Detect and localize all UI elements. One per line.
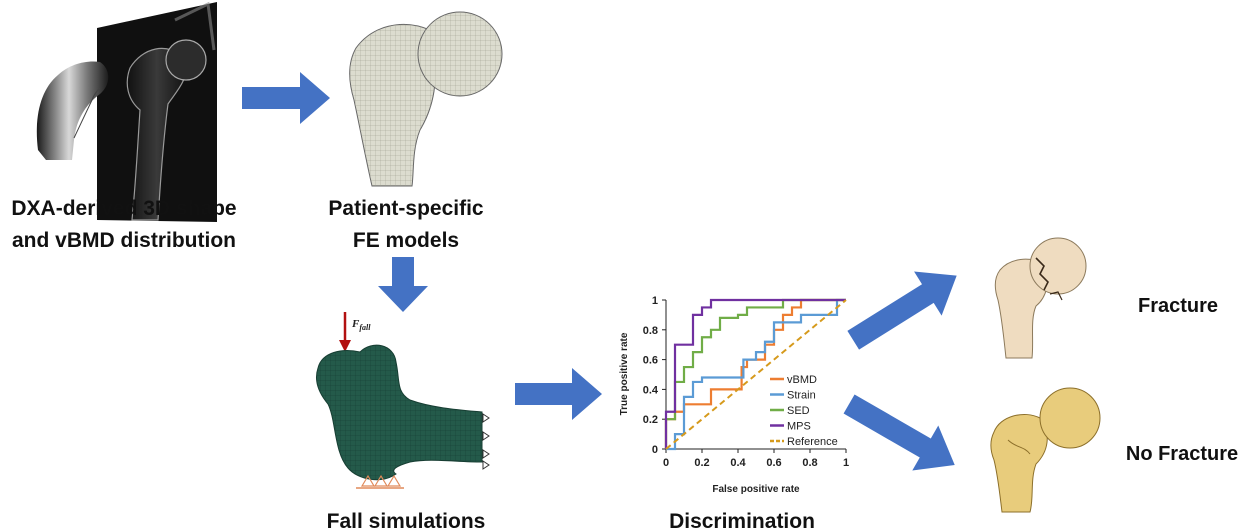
no-fracture-label: No Fracture (1126, 443, 1238, 465)
fracture-label: Fracture (1138, 295, 1218, 317)
dxa-caption-line2: and vBMD distribution (12, 229, 236, 252)
x-tick-label: 0.6 (766, 457, 781, 469)
discrimination-caption: Discrimination (669, 510, 815, 531)
dxa-femur-icon (36, 1, 217, 222)
y-tick-label: 1 (652, 295, 658, 307)
fall-simulation-mesh-icon: Ffall (315, 312, 490, 489)
arrow-to-fracture (847, 271, 957, 350)
legend-label-reference: Reference (787, 436, 838, 448)
dxa-caption-line1: DXA-derived 3D shape (11, 197, 236, 220)
roc-line-reference (665, 299, 847, 450)
roc-line-mps (664, 298, 846, 449)
y-tick-label: 0.6 (643, 355, 658, 367)
y-tick-label: 0 (652, 444, 658, 456)
fe-caption-line2: FE models (353, 229, 459, 252)
fe-mesh-femur-icon (349, 11, 503, 187)
fall-caption: Fall simulations (327, 510, 486, 531)
y-tick-label: 0.4 (643, 384, 659, 396)
fe-caption: Patient-specific FE models (328, 197, 484, 252)
y-tick-label: 0.2 (643, 414, 658, 426)
y-tick-label: 0.8 (643, 325, 658, 337)
intact-femur-icon (990, 387, 1101, 513)
arrow-dxa-to-fe (242, 72, 330, 124)
legend-label-sed: SED (787, 405, 810, 417)
roc-line-strain (666, 298, 846, 451)
arrow-fe-to-fall (378, 257, 428, 312)
legend-label-vbmd: vBMD (787, 374, 817, 386)
force-label: Ffall (351, 318, 371, 332)
legend-label-mps: MPS (787, 421, 811, 433)
arrow-to-no-fracture (843, 394, 955, 471)
x-axis-label: False positive rate (712, 484, 800, 495)
fractured-femur-icon (994, 237, 1087, 359)
x-tick-label: 0.2 (694, 457, 709, 469)
legend-label-strain: Strain (787, 390, 816, 402)
arrow-fall-to-discrimination (515, 368, 602, 420)
dxa-caption: DXA-derived 3D shape and vBMD distributi… (11, 197, 236, 252)
x-tick-label: 0 (663, 457, 669, 469)
x-tick-label: 0.8 (802, 457, 817, 469)
roc-chart: 0 0.2 0.4 0.6 0.8 1 0 0.2 0.4 0.6 0.8 1 False posi… (619, 295, 849, 495)
x-tick-label: 1 (843, 457, 849, 469)
roc-line-sed (664, 298, 846, 449)
y-axis-label: True positive rate (619, 332, 630, 415)
fe-caption-line1: Patient-specific (328, 197, 484, 220)
x-tick-label: 0.4 (730, 457, 746, 469)
